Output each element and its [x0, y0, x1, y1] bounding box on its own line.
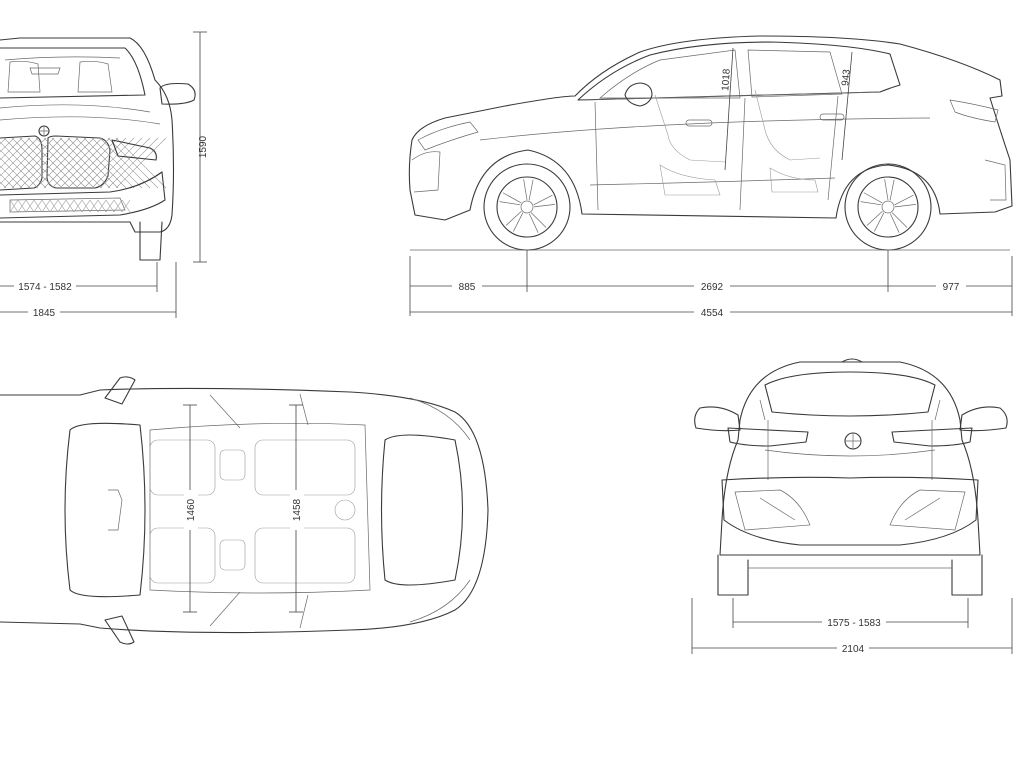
front-shoulder-label: 1460	[186, 498, 197, 521]
bmw-logo-icon	[38, 125, 50, 137]
front-view: 1590 1574 - 1582 1845	[0, 31, 209, 319]
front-track-label: 1574 - 1582	[18, 282, 72, 293]
rear-wheel	[844, 163, 932, 251]
front-headroom-label: 1018	[720, 68, 733, 91]
rear-bmw-logo-icon	[844, 432, 862, 450]
wheelbase-label: 2692	[701, 282, 724, 293]
rear-headroom-label: 943	[840, 68, 853, 86]
top-view: 1460 1458	[0, 376, 489, 645]
rear-width-label: 2104	[842, 644, 865, 655]
front-overhang-label: 885	[459, 282, 476, 293]
front-grille	[0, 135, 167, 191]
side-view: 1018 943 885 2692 977 4554	[408, 35, 1013, 319]
front-wheel	[483, 163, 571, 251]
front-width-label: 1845	[33, 308, 56, 319]
rear-track-label: 1575 - 1583	[827, 618, 881, 629]
overall-length-label: 4554	[701, 308, 724, 319]
rear-overhang-label: 977	[943, 282, 960, 293]
rear-shoulder-label: 1458	[292, 498, 303, 521]
rear-view: 1575 - 1583 2104	[691, 358, 1013, 655]
front-height-label: 1590	[198, 135, 209, 158]
